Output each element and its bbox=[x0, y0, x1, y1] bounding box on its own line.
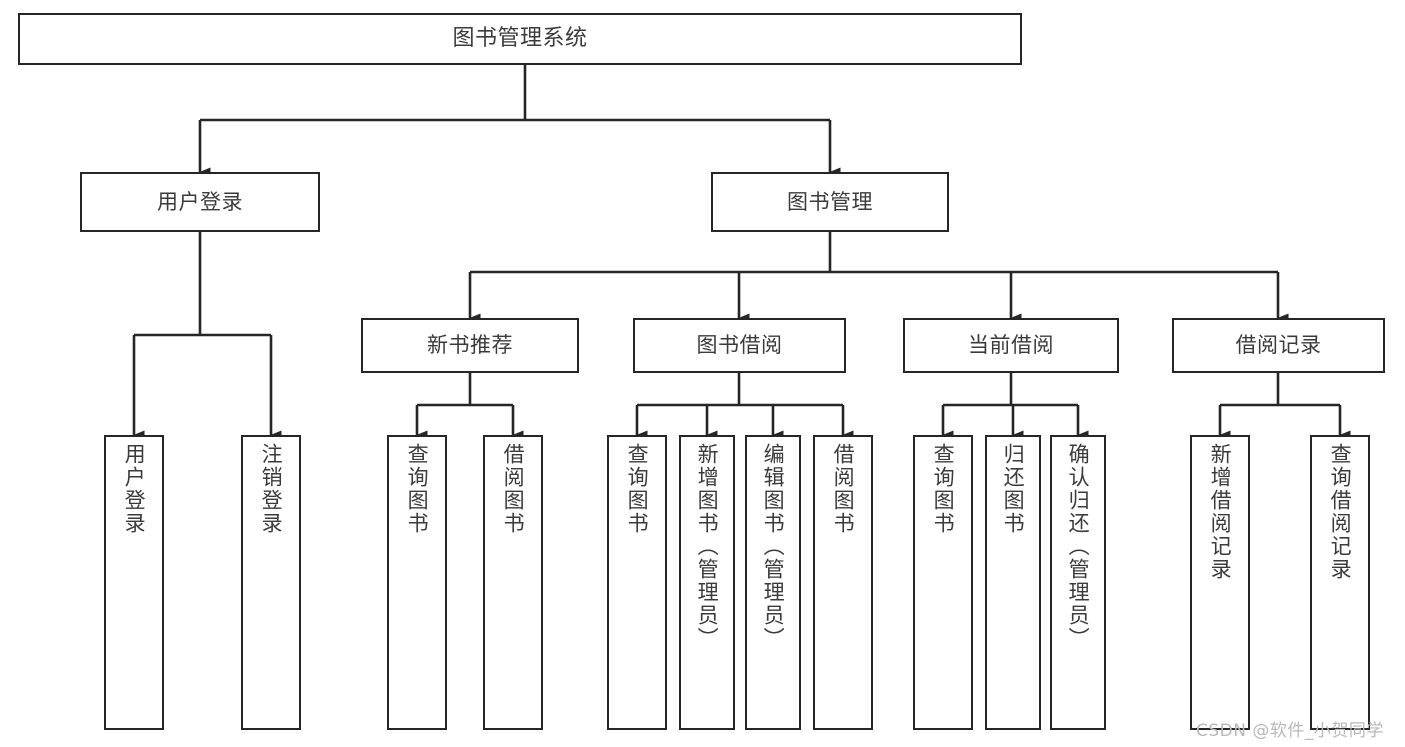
node-current-borrow[interactable]: 当前借阅 bbox=[903, 318, 1119, 373]
leaf-add-book-label: 新增图书（管理员） bbox=[695, 443, 720, 650]
leaf-edit-book[interactable]: 编辑图书（管理员） bbox=[745, 435, 801, 730]
leaf-confirm-return[interactable]: 确认归还（管理员） bbox=[1050, 435, 1106, 730]
node-borrow-record[interactable]: 借阅记录 bbox=[1172, 318, 1385, 373]
leaf-borrow-book-1-label: 借阅图书 bbox=[501, 443, 526, 535]
node-root-label: 图书管理系统 bbox=[452, 26, 588, 52]
node-root[interactable]: 图书管理系统 bbox=[18, 13, 1022, 65]
leaf-borrow-book-2-label: 借阅图书 bbox=[831, 443, 856, 535]
leaf-query-book-3[interactable]: 查询图书 bbox=[913, 435, 973, 730]
leaf-query-borrow-record-label: 查询借阅记录 bbox=[1328, 443, 1353, 581]
leaf-query-book-2-label: 查询图书 bbox=[625, 443, 650, 535]
csdn-watermark: CSDN @软件_小贺同学 bbox=[1196, 721, 1384, 741]
node-new-book-recommend-label: 新书推荐 bbox=[427, 333, 513, 358]
leaf-user-login-label: 用户登录 bbox=[122, 443, 147, 535]
node-borrow-record-label: 借阅记录 bbox=[1235, 333, 1322, 358]
leaf-query-borrow-record[interactable]: 查询借阅记录 bbox=[1310, 435, 1370, 730]
leaf-query-book-3-label: 查询图书 bbox=[931, 443, 956, 535]
node-new-book-recommend[interactable]: 新书推荐 bbox=[361, 318, 579, 373]
node-book-manage-label: 图书管理 bbox=[787, 189, 873, 214]
node-book-borrow[interactable]: 图书借阅 bbox=[633, 318, 846, 373]
leaf-return-book[interactable]: 归还图书 bbox=[985, 435, 1041, 730]
leaf-return-book-label: 归还图书 bbox=[1001, 443, 1026, 535]
leaf-logout-label: 注销登录 bbox=[259, 443, 284, 535]
leaf-query-book-1-label: 查询图书 bbox=[405, 443, 430, 535]
leaf-user-login[interactable]: 用户登录 bbox=[104, 435, 164, 730]
node-current-borrow-label: 当前借阅 bbox=[968, 333, 1054, 358]
leaf-add-borrow-record-label: 新增借阅记录 bbox=[1208, 443, 1233, 581]
leaf-add-borrow-record[interactable]: 新增借阅记录 bbox=[1190, 435, 1250, 730]
leaf-borrow-book-2[interactable]: 借阅图书 bbox=[813, 435, 873, 730]
node-book-borrow-label: 图书借阅 bbox=[696, 333, 783, 358]
leaf-query-book-1[interactable]: 查询图书 bbox=[387, 435, 447, 730]
leaf-borrow-book-1[interactable]: 借阅图书 bbox=[483, 435, 543, 730]
leaf-add-book[interactable]: 新增图书（管理员） bbox=[679, 435, 735, 730]
leaf-confirm-return-label: 确认归还（管理员） bbox=[1066, 443, 1091, 650]
leaf-logout[interactable]: 注销登录 bbox=[241, 435, 301, 730]
leaf-edit-book-label: 编辑图书（管理员） bbox=[761, 443, 786, 650]
node-user-login-label: 用户登录 bbox=[157, 189, 243, 214]
leaf-query-book-2[interactable]: 查询图书 bbox=[607, 435, 667, 730]
node-book-manage[interactable]: 图书管理 bbox=[711, 172, 949, 232]
node-user-login[interactable]: 用户登录 bbox=[80, 172, 320, 232]
